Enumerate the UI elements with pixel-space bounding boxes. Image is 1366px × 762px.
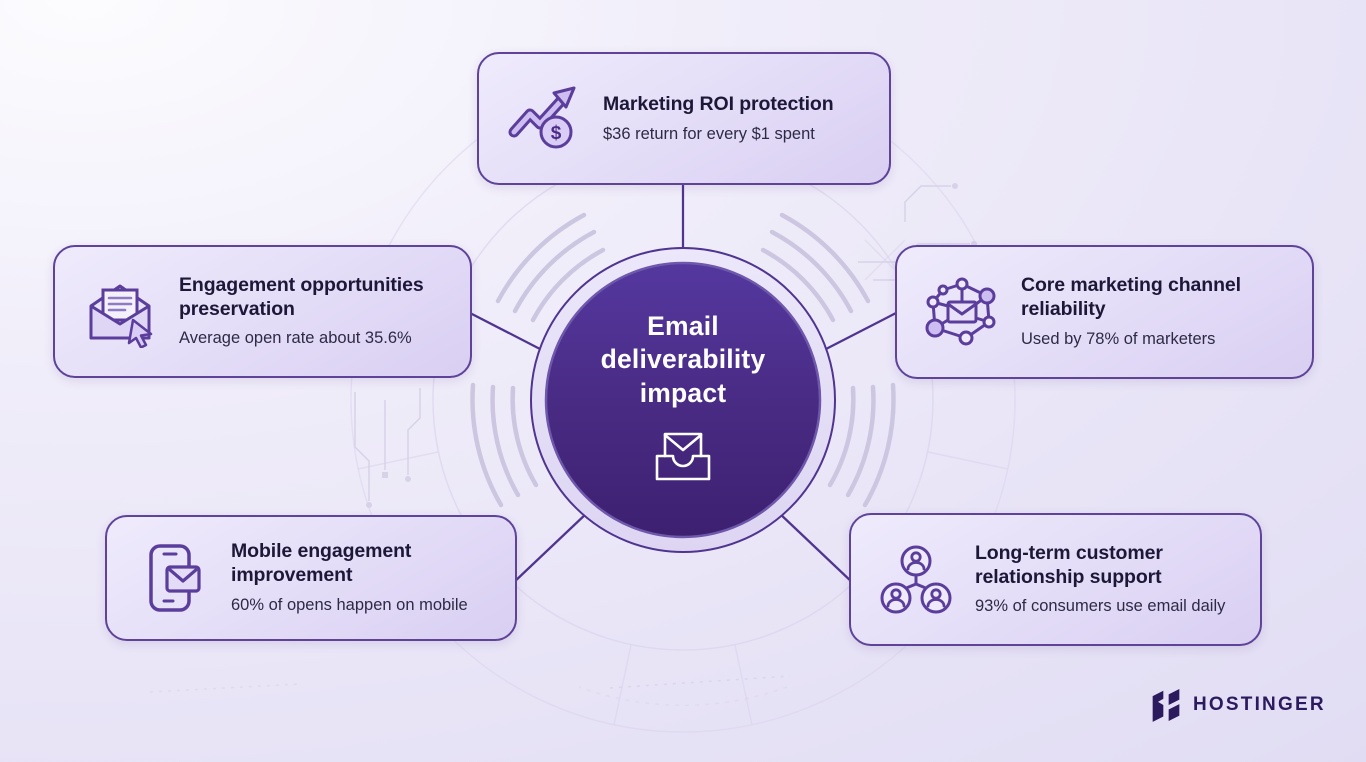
open-envelope-cursor-icon (81, 276, 159, 348)
card-title: Engagement opportunities preservation (179, 273, 424, 320)
connector-line-right (825, 311, 897, 351)
card-subtitle: 60% of opens happen on mobile (231, 595, 468, 614)
center-circle (544, 261, 822, 539)
hostinger-logo: HOSTINGER (1150, 686, 1326, 724)
signal-waves (470, 212, 896, 508)
card-text: Long-term customer relationship support … (975, 542, 1244, 617)
people-network-icon (877, 544, 955, 616)
card-subtitle: Average open rate about 35.6% (179, 329, 412, 348)
card-title: Core marketing channel reliability (1021, 274, 1241, 321)
card-title: Marketing ROI protection (603, 92, 834, 115)
phone-envelope-icon (133, 541, 211, 615)
card-subtitle: 93% of consumers use email daily (975, 597, 1226, 616)
card-marketing-roi: $ Marketing ROI protection $36 return fo… (477, 52, 891, 185)
inbox-envelope-icon (655, 432, 711, 481)
card-text: Marketing ROI protection $36 return for … (603, 93, 873, 144)
card-text: Mobile engagement improvement 60% of ope… (231, 540, 499, 615)
card-title: Long-term customer relationship support (975, 541, 1163, 588)
connector-line-bottom-right (777, 511, 855, 585)
dollar-glyph: $ (551, 123, 562, 144)
center-title: Email deliverability impact (600, 311, 766, 408)
card-mobile-engagement: Mobile engagement improvement 60% of ope… (105, 515, 517, 641)
card-engagement-opportunities: Engagement opportunities preservation Av… (53, 245, 472, 378)
card-subtitle: $36 return for every $1 spent (603, 124, 815, 143)
center-label: Email deliverability impact (567, 310, 799, 482)
card-text: Core marketing channel reliability Used … (1021, 274, 1296, 349)
brand-name: HOSTINGER (1193, 694, 1326, 715)
card-core-channel: Core marketing channel reliability Used … (895, 245, 1314, 379)
card-title: Mobile engagement improvement (231, 540, 412, 587)
card-subtitle: Used by 78% of marketers (1021, 329, 1216, 348)
card-customer-relationship: Long-term customer relationship support … (849, 513, 1262, 646)
card-text: Engagement opportunities preservation Av… (179, 274, 454, 349)
connector-line-left (469, 311, 541, 351)
connector-line-bottom-left (511, 511, 589, 585)
trend-up-dollar-icon: $ (505, 84, 583, 154)
hostinger-mark-icon (1152, 689, 1180, 722)
connector-lines (469, 185, 897, 585)
network-envelope-icon (923, 276, 1001, 348)
